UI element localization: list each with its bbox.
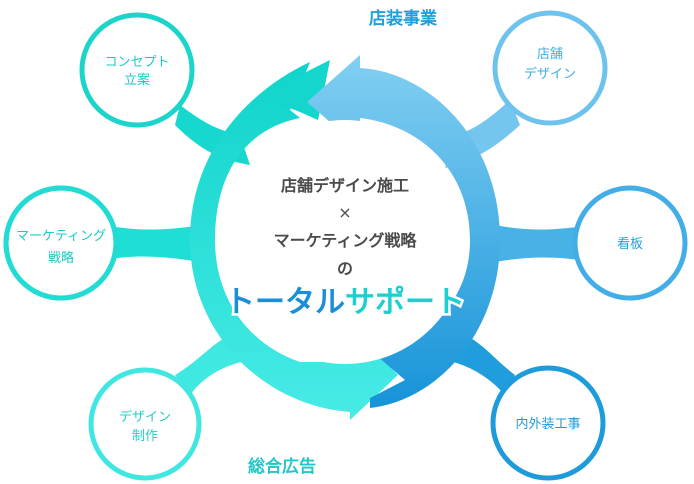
center-line-no: の [337, 259, 353, 278]
headline-support: サポート [345, 285, 465, 320]
connector-signboard [495, 225, 590, 262]
node-signboard-line1: 看板 [617, 236, 643, 252]
node-design-line1: デザイン [119, 409, 171, 425]
node-store-line2: デザイン [524, 66, 576, 82]
node-concept-line2: 立案 [124, 73, 150, 88]
node-marketing-line2: 戦略 [48, 250, 74, 266]
section-title-general-advertising: 総合広告 [248, 456, 316, 477]
section-title-store-business: 店装事業 [369, 8, 437, 29]
node-concept[interactable]: コンセプト 立案 [79, 12, 195, 128]
center-times-symbol: × [338, 203, 351, 222]
node-signboard[interactable]: 看板 [572, 185, 688, 301]
headline-total: トータル [225, 285, 345, 320]
teal-cycle-arrow [190, 62, 398, 420]
node-store-design[interactable]: 店舗 デザイン [492, 10, 608, 126]
center-headline: トータルサポート [225, 285, 465, 320]
node-interior-line1: 内外装工事 [515, 416, 580, 432]
node-store-line1: 店舗 [537, 47, 563, 62]
node-design-production[interactable]: デザイン 制作 [88, 367, 202, 481]
node-interior-work[interactable]: 内外装工事 [490, 365, 606, 481]
center-line-marketing-strategy: マーケティング戦略 [274, 231, 418, 250]
node-design-line2: 制作 [132, 429, 158, 444]
node-concept-line1: コンセプト [104, 55, 169, 70]
node-marketing-line1: マーケティング [16, 229, 106, 244]
center-line-store-design-construction: 店舗デザイン施工 [281, 176, 409, 195]
center-disc [223, 120, 467, 364]
node-marketing[interactable]: マーケティング 戦略 [3, 185, 119, 301]
connector-marketing [105, 225, 200, 262]
